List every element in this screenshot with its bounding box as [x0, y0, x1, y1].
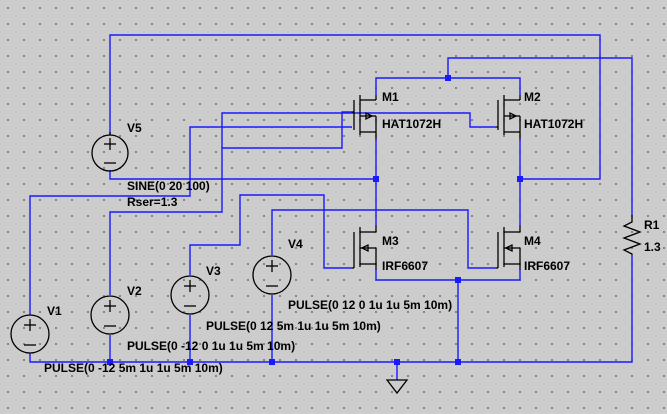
- v2-name-label[interactable]: V2: [127, 284, 142, 298]
- v2-value-label[interactable]: PULSE(0 -12 0 1u 1u 5m 10m): [127, 339, 295, 353]
- v1-value-label[interactable]: PULSE(0 -12 5m 1u 1u 5m 10m): [44, 361, 223, 375]
- voltage-source-icon: [91, 134, 129, 172]
- voltage-source-v5[interactable]: [91, 132, 129, 172]
- mosfet-m1[interactable]: [352, 95, 377, 140]
- voltage-source-v2[interactable]: [90, 295, 130, 335]
- junction-dot: [394, 359, 400, 365]
- v1-name-label[interactable]: V1: [47, 304, 62, 318]
- v3-name-label[interactable]: V3: [206, 264, 221, 278]
- labels: V5 SINE(0 20 100) Rser=1.3 M1 HAT1072H M…: [44, 90, 661, 375]
- wire-ground-bus[interactable]: [29, 353, 458, 363]
- v3-value-label[interactable]: PULSE(0 12 5m 1u 1u 5m 10m): [206, 319, 381, 333]
- v4-value-label[interactable]: PULSE(0 12 0 1u 1u 5m 10m): [288, 298, 452, 312]
- m3-model-label[interactable]: IRF6607: [382, 259, 428, 273]
- voltage-source-icon: [10, 314, 50, 354]
- ground-icon[interactable]: [385, 379, 409, 395]
- v4-name-label[interactable]: V4: [288, 237, 303, 251]
- voltage-source-v3[interactable]: [170, 275, 210, 315]
- voltage-source-icon: [90, 295, 130, 335]
- wire-m3-source[interactable]: [375, 270, 521, 281]
- voltage-source-v4[interactable]: [252, 255, 292, 295]
- mosfet-m4[interactable]: [496, 225, 521, 270]
- resistor-r1[interactable]: [622, 215, 642, 255]
- wire-v5-top[interactable]: [109, 34, 601, 180]
- m3-name-label[interactable]: M3: [382, 234, 399, 248]
- junction-dot: [455, 277, 461, 283]
- mosfet-icon: [496, 95, 521, 140]
- m2-model-label[interactable]: HAT1072H: [524, 117, 583, 131]
- junction-dot: [455, 359, 461, 365]
- wires: [29, 34, 633, 380]
- junction-dot: [445, 75, 451, 81]
- mosfet-icon: [352, 95, 377, 140]
- v5-value-label[interactable]: SINE(0 20 100): [127, 179, 210, 193]
- m2-name-label[interactable]: M2: [524, 90, 541, 104]
- m1-name-label[interactable]: M1: [382, 90, 399, 104]
- wire-m4-gate[interactable]: [189, 194, 352, 275]
- v5-param-label[interactable]: Rser=1.3: [127, 195, 178, 209]
- mosfet-m3[interactable]: [352, 225, 377, 270]
- m1-model-label[interactable]: HAT1072H: [382, 117, 441, 131]
- junction-dot: [373, 176, 379, 182]
- voltage-source-icon: [170, 275, 210, 315]
- v5-name-label[interactable]: V5: [127, 121, 142, 135]
- wire-r1-top[interactable]: [447, 57, 633, 215]
- m4-model-label[interactable]: IRF6607: [524, 259, 570, 273]
- wire-m1-gate[interactable]: [29, 126, 352, 315]
- voltage-source-icon: [252, 255, 292, 295]
- junction-dot: [107, 359, 113, 365]
- m4-name-label[interactable]: M4: [524, 234, 541, 248]
- wire-m2-gate[interactable]: [221, 112, 496, 148]
- wire-m3-gate[interactable]: [271, 209, 496, 269]
- mosfet-icon: [496, 225, 521, 270]
- wire-v2-gate[interactable]: [109, 111, 352, 295]
- resistor-icon: [622, 215, 642, 255]
- r1-value-label[interactable]: 1.3: [644, 240, 661, 254]
- junctions: [107, 75, 523, 365]
- junction-dot: [187, 359, 193, 365]
- voltage-source-v1[interactable]: [10, 314, 50, 354]
- junction-dot: [269, 359, 275, 365]
- wire-v5-bottom[interactable]: [109, 170, 376, 180]
- wire-r1-bottom[interactable]: [458, 255, 633, 363]
- mosfet-m2[interactable]: [496, 95, 521, 140]
- junction-dot: [517, 176, 523, 182]
- mosfet-icon: [352, 225, 377, 270]
- r1-name-label[interactable]: R1: [644, 218, 660, 232]
